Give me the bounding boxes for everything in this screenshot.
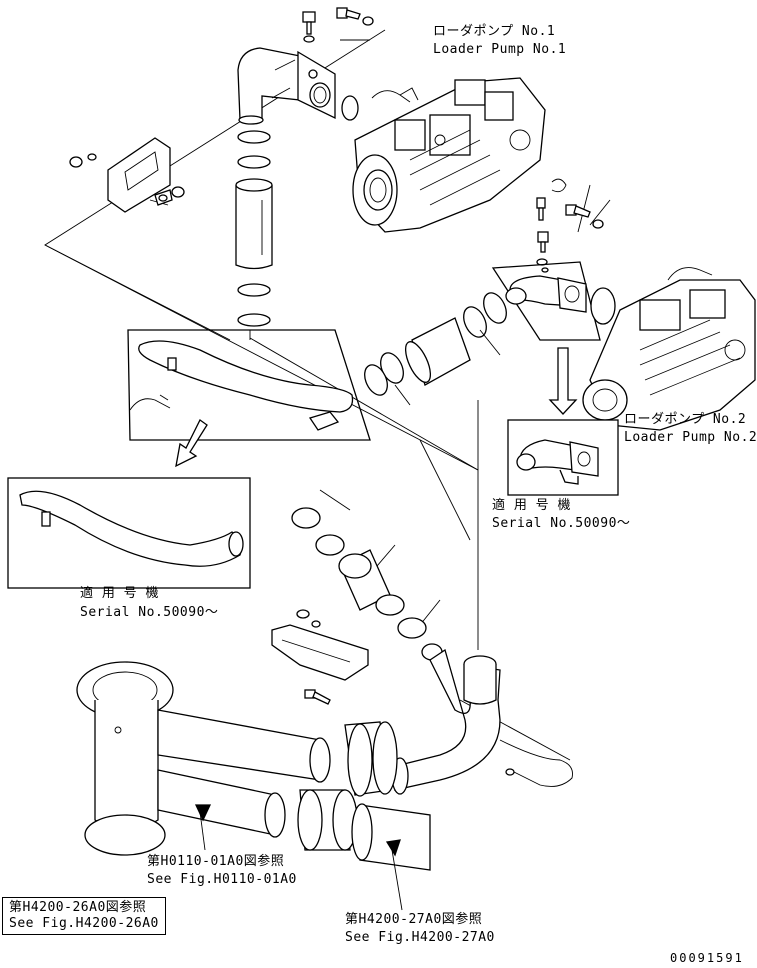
- diagonal-hose-right: [364, 292, 507, 406]
- elbow-flange-box: [491, 261, 616, 341]
- pump2-label-en: Loader Pump No.2: [624, 430, 757, 445]
- middle-hose: [291, 507, 443, 661]
- bracket-left: [69, 137, 185, 213]
- top-elbow-tube: [237, 47, 359, 125]
- ref-h0110-en: See Fig.H0110-01A0: [147, 872, 297, 887]
- ref-h4200-27-en: See Fig.H4200-27A0: [345, 930, 495, 945]
- serial-left-en: Serial No.50090～: [80, 605, 219, 620]
- callout-leaders: [194, 804, 403, 911]
- ref-box-h4200-26: 第H4200-26A0図参照 See Fig.H4200-26A0: [2, 897, 166, 935]
- hose-clamp-icon: [297, 721, 431, 871]
- flange-icon: [76, 661, 331, 856]
- vertical-hose-upper: [235, 130, 273, 327]
- down-arrow-left-icon: [175, 419, 208, 468]
- pump1-label-en: Loader Pump No.1: [433, 42, 567, 57]
- hydraulic-pump-1-icon: [352, 77, 546, 233]
- down-arrow-icon: [548, 347, 578, 415]
- hydraulic-pump-2-icon: [582, 267, 756, 431]
- inset-box-left: [7, 477, 251, 589]
- pipe-box-upper: [127, 329, 371, 441]
- right-bolts: [536, 178, 604, 266]
- pump2-label-jp: ローダポンプ No.2: [624, 412, 747, 427]
- ref-h4200-26-jp: 第H4200-26A0図参照: [9, 900, 147, 915]
- ref-h0110-jp: 第H0110-01A0図参照: [147, 854, 285, 869]
- serial-right-jp: 適 用 号 機: [492, 498, 571, 513]
- lower-bracket: [271, 609, 369, 705]
- ref-h4200-26-en: See Fig.H4200-26A0: [9, 916, 159, 931]
- serial-left-jp: 適 用 号 機: [80, 586, 159, 601]
- top-bolts: [302, 7, 374, 43]
- ref-h4200-27-jp: 第H4200-27A0図参照: [345, 912, 483, 927]
- inset-box-right: [507, 419, 619, 496]
- tube-elbow-icon: [391, 648, 573, 795]
- drawing-number: 00091591: [670, 951, 744, 965]
- pump1-label-jp: ローダポンプ No.1: [433, 24, 556, 39]
- serial-right-en: Serial No.50090～: [492, 516, 631, 531]
